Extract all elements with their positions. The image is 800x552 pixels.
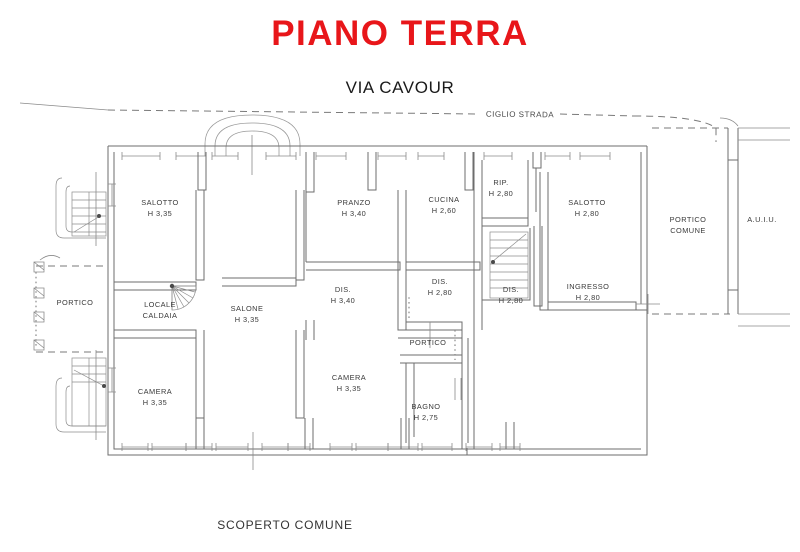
interior-walls-right-wing (473, 152, 660, 449)
room-label-salotto-right: SALOTTO (568, 198, 606, 207)
room-height-cucina: H 2,60 (432, 206, 456, 215)
page-title: PIANO TERRA (271, 14, 529, 53)
room-height-salotto-right: H 2,80 (575, 209, 599, 218)
room-label-dis-right: DIS. (503, 285, 519, 294)
street-name-label: VIA CAVOUR (345, 78, 455, 97)
room-height-ingresso: H 2,80 (576, 293, 600, 302)
room-label-camera-bottom-left: CAMERA (138, 387, 172, 396)
room-height-camera-bottom-left: H 3,35 (143, 398, 167, 407)
room-label-pranzo: PRANZO (337, 198, 371, 207)
interior-walls-right-center (405, 261, 481, 449)
road-edge-group: CIGLIO STRADA (19, 102, 717, 142)
room-label-cucina: CUCINA (428, 195, 459, 204)
top-wall-openings (121, 152, 611, 193)
room-labels: SALOTTO H 3,35 LOCALE CALDAIA SALONE H 3… (57, 178, 777, 422)
left-wall-openings (107, 183, 116, 393)
auiu-label: A.U.I.U. (747, 215, 776, 224)
interior-staircase (489, 231, 529, 299)
spiral-staircase (169, 283, 197, 311)
room-label-bagno: BAGNO (412, 402, 441, 411)
room-label-salone: SALONE (231, 304, 264, 313)
room-height-bagno: H 2,75 (414, 413, 438, 422)
room-height-pranzo: H 3,40 (342, 209, 366, 218)
room-label-portico-comune-2: COMUNE (670, 226, 706, 235)
bottom-wall-openings (121, 418, 521, 470)
scoperto-comune-label: SCOPERTO COMUNE (217, 518, 353, 532)
room-height-dis-pranzo: H 3,40 (331, 296, 355, 305)
portico-comune-boundary (652, 117, 790, 327)
room-label-locale-caldaia: LOCALE (144, 300, 176, 309)
room-label-rip: RIP. (493, 178, 508, 187)
room-label-portico-comune: PORTICO (670, 215, 707, 224)
room-label-camera-bottom-center: CAMERA (332, 373, 366, 382)
room-height-salotto-left: H 3,35 (148, 209, 172, 218)
room-label-dis-cucina: DIS. (432, 277, 448, 286)
arched-entrance (204, 114, 301, 175)
building-outline (107, 145, 648, 456)
exterior-staircase-lower (55, 350, 107, 440)
room-height-rip: H 2,80 (489, 189, 513, 198)
room-height-salone: H 3,35 (235, 315, 259, 324)
room-height-dis-cucina: H 2,80 (428, 288, 452, 297)
room-label-dis-pranzo: DIS. (335, 285, 351, 294)
room-height-dis-right: H 2,80 (499, 296, 523, 305)
room-height-camera-bottom-center: H 3,35 (337, 384, 361, 393)
exterior-staircase-upper (55, 172, 107, 246)
room-label-ingresso: INGRESSO (567, 282, 610, 291)
interior-walls-left (114, 190, 305, 419)
room-height-locale-caldaia: CALDAIA (143, 311, 178, 320)
room-label-portico-mid: PORTICO (410, 338, 447, 347)
left-portico-columns (33, 255, 108, 353)
room-label-portico-left: PORTICO (57, 298, 94, 307)
room-label-salotto-left: SALOTTO (141, 198, 179, 207)
ciglio-strada-label: CIGLIO STRADA (486, 110, 555, 120)
